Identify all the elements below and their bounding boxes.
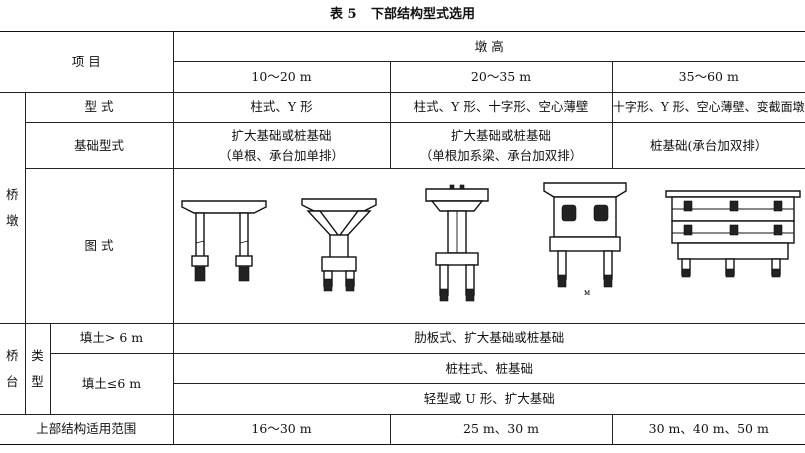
pier-type-row: 桥墩 型 式 柱式、Y 形 柱式、Y 形、十字形、空心薄壁 十字形、Y 形、空心…	[0, 91, 805, 324]
fill-gt6-label: 填土> 6 m	[49, 322, 174, 355]
column-pier-drawing	[180, 200, 267, 282]
pier-foundation-row: 基础型式 扩大基础或桩基础 （单根、承台加单排） 扩大基础或桩基础 （单根加系梁…	[0, 121, 805, 170]
item-header: 项 目	[0, 31, 174, 93]
abutment-fill-gt6-row: 桥台 类型 填土> 6 m 肋板式、扩大基础或桩基础	[0, 322, 805, 415]
table-caption: 表 5 下部结构型式选用	[0, 3, 805, 22]
diagram-label: 图 式	[24, 168, 174, 324]
range-header-3: 35～60 m	[611, 61, 805, 93]
pier-type-2: 柱式、Y 形、十字形、空心薄壁	[389, 91, 613, 123]
foundation-1: 扩大基础或桩基础 （单根、承台加单排）	[172, 121, 391, 170]
superstructure-row: 上部结构适用范围 16～30 m 25 m、30 m 30 m、40 m、50 …	[0, 413, 805, 446]
pier-diagram-row: 图 式	[0, 168, 805, 324]
pier-diagrams: м	[172, 168, 805, 324]
y-pier-drawing	[300, 198, 377, 292]
cross-pier-drawing	[424, 184, 489, 302]
range-header-1: 10～20 m	[172, 61, 391, 93]
table-number: 表 5	[329, 7, 357, 22]
range-header-2: 20～35 m	[389, 61, 613, 93]
pier-type-label: 型 式	[24, 91, 174, 123]
pier-mark: м	[584, 288, 590, 297]
variable-section-pier-drawing	[664, 190, 801, 278]
fill-le6-value-2: 轻型或 U 形、扩大基础	[172, 383, 805, 415]
pier-type-1: 柱式、Y 形	[172, 91, 391, 123]
span-3: 30 m、40 m、50 m	[611, 413, 805, 446]
pier-group-label: 桥墩	[0, 91, 26, 324]
table-title: 下部结构型式选用	[371, 7, 476, 22]
pier-type-3: 十字形、Y 形、空心薄壁、变截面墩	[611, 91, 805, 123]
fill-le6-label: 填土≤6 m	[49, 353, 174, 415]
superstructure-label: 上部结构适用范围	[0, 413, 174, 446]
header-row-1: 项 目 墩 高	[0, 30, 805, 93]
fill-le6-value-1: 桩柱式、桩基础	[172, 353, 805, 385]
foundation-label: 基础型式	[24, 121, 174, 170]
abutment-fill-le6-row-1: 填土≤6 m 桩柱式、桩基础	[0, 353, 805, 415]
foundation-2: 扩大基础或桩基础 （单根加系梁、承台加双排）	[389, 121, 613, 170]
foundation-3: 桩基础(承台加双排）	[611, 121, 805, 170]
substructure-table: 项 目 墩 高 10～20 m 20～35 m 35～60 m 桥墩 型 式 柱…	[0, 30, 805, 446]
abutment-group-label: 桥台	[0, 322, 26, 415]
pier-diagram-svg: м	[180, 182, 801, 302]
span-1: 16～30 m	[172, 413, 391, 446]
span-2: 25 m、30 m	[389, 413, 613, 446]
abutment-type-label: 类型	[24, 322, 51, 415]
pier-height-header: 墩 高	[172, 30, 805, 63]
hollow-pier-drawing: м	[542, 182, 627, 297]
fill-gt6-value: 肋板式、扩大基础或桩基础	[172, 322, 805, 355]
